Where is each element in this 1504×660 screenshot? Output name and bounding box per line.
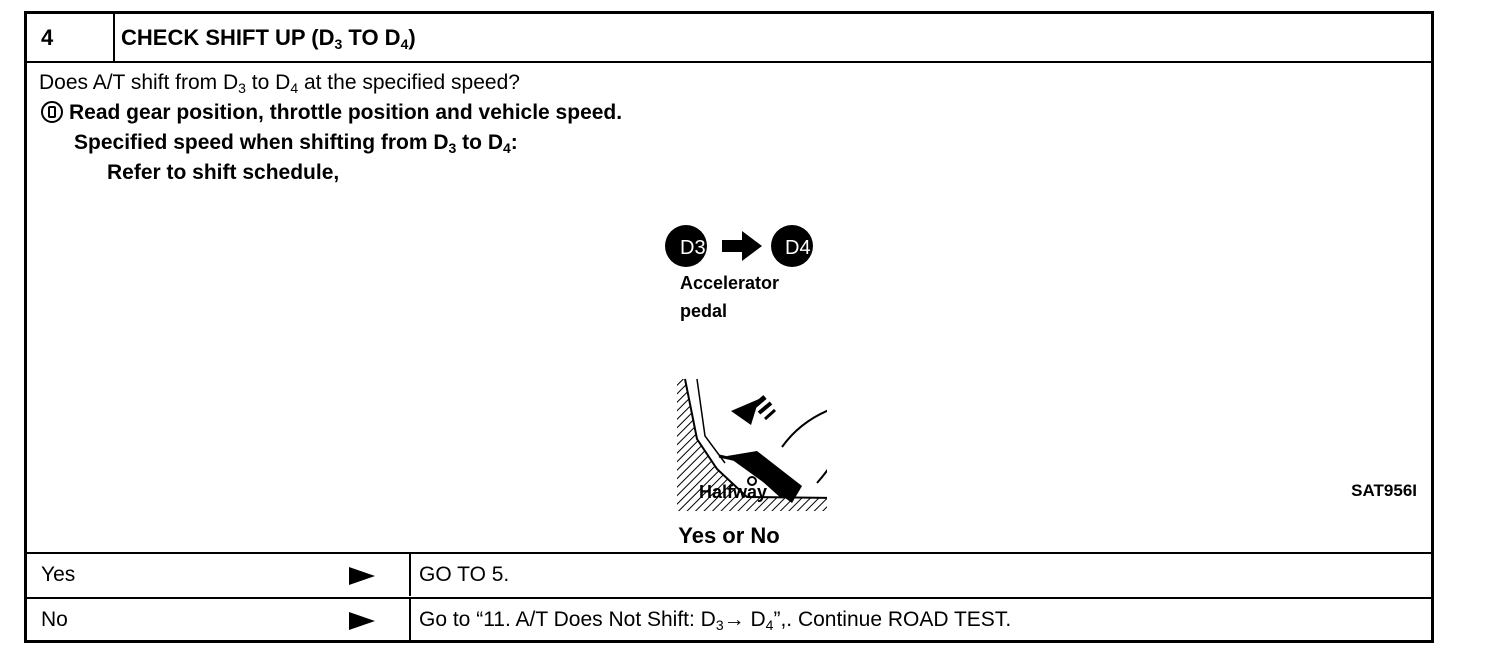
title-subscript: 4 bbox=[400, 36, 409, 52]
no-row: No Go to “11. A/T Does Not Shift: D3→ D4… bbox=[27, 597, 1431, 640]
spec-part: to D bbox=[456, 131, 503, 154]
column-divider bbox=[409, 599, 411, 640]
figure-code: SAT956I bbox=[1351, 481, 1417, 500]
question-text: Does A/T shift from D3 to D4 at the spec… bbox=[39, 71, 520, 95]
floor-hatch bbox=[677, 378, 840, 529]
arrow-right-icon bbox=[349, 612, 375, 630]
no-action: Go to “11. A/T Does Not Shift: D3→ D4”,.… bbox=[419, 599, 1011, 641]
right-arrow-icon bbox=[722, 231, 762, 261]
no-action-subscript: 4 bbox=[765, 617, 774, 633]
no-action-part: → D bbox=[723, 608, 766, 631]
title-part: ) bbox=[408, 25, 416, 50]
no-label: No bbox=[41, 608, 68, 631]
yes-action: GO TO 5. bbox=[419, 563, 510, 586]
spec-subscript: 3 bbox=[448, 140, 457, 156]
svg-text:D3: D3 bbox=[680, 237, 706, 259]
step-number: 4 bbox=[27, 14, 115, 61]
diagnostic-step-table: 4 CHECK SHIFT UP (D3 TO D4) Does A/T shi… bbox=[24, 11, 1434, 643]
no-action-subscript: 3 bbox=[715, 617, 724, 633]
question-part: at the specified speed? bbox=[298, 71, 520, 94]
spec-subscript: 4 bbox=[503, 140, 511, 156]
question-subscript: 4 bbox=[290, 80, 299, 96]
spec-part: Specified speed when shifting from D bbox=[74, 131, 449, 154]
halfway-label: Halfway bbox=[699, 482, 768, 502]
question-subscript: 3 bbox=[238, 80, 246, 96]
step-body: Does A/T shift from D3 to D4 at the spec… bbox=[27, 61, 1431, 552]
refer-line: Refer to shift schedule, bbox=[107, 161, 340, 184]
arrow-right-icon bbox=[349, 567, 375, 585]
no-action-part: ”,. Continue ROAD TEST. bbox=[773, 608, 1012, 631]
yes-or-no-prompt: Yes or No bbox=[678, 523, 780, 548]
question-part: to D bbox=[245, 71, 291, 94]
press-arrow-icon bbox=[731, 395, 777, 425]
accelerator-label: Accelerator bbox=[680, 273, 780, 293]
step-title: CHECK SHIFT UP (D3 TO D4) bbox=[121, 14, 416, 61]
pedal-label: pedal bbox=[680, 301, 728, 321]
d4-badge-icon: D4 bbox=[771, 225, 813, 267]
yes-row: Yes GO TO 5. bbox=[27, 552, 1431, 596]
yes-label: Yes bbox=[41, 563, 76, 586]
title-part: TO D bbox=[342, 25, 401, 50]
instruction-text: Read gear position, throttle position an… bbox=[69, 101, 623, 124]
consult-tool-icon bbox=[41, 101, 63, 123]
title-part: CHECK SHIFT UP (D bbox=[121, 25, 335, 50]
no-action-part: Go to “11. A/T Does Not Shift: D bbox=[419, 608, 716, 631]
accelerator-illustration: D3 D4 bbox=[665, 225, 840, 529]
d3-badge-icon: D3 bbox=[665, 225, 707, 267]
instruction-line: Read gear position, throttle position an… bbox=[41, 101, 622, 125]
column-divider bbox=[409, 554, 411, 596]
question-part: Does A/T shift from D bbox=[39, 71, 239, 94]
accelerator-figure: D3 D4 bbox=[647, 211, 840, 529]
title-subscript: 3 bbox=[334, 36, 343, 52]
step-header: 4 CHECK SHIFT UP (D3 TO D4) bbox=[27, 14, 1431, 63]
spec-part: : bbox=[510, 131, 518, 154]
spec-line: Specified speed when shifting from D3 to… bbox=[74, 131, 518, 155]
svg-text:D4: D4 bbox=[785, 237, 811, 259]
